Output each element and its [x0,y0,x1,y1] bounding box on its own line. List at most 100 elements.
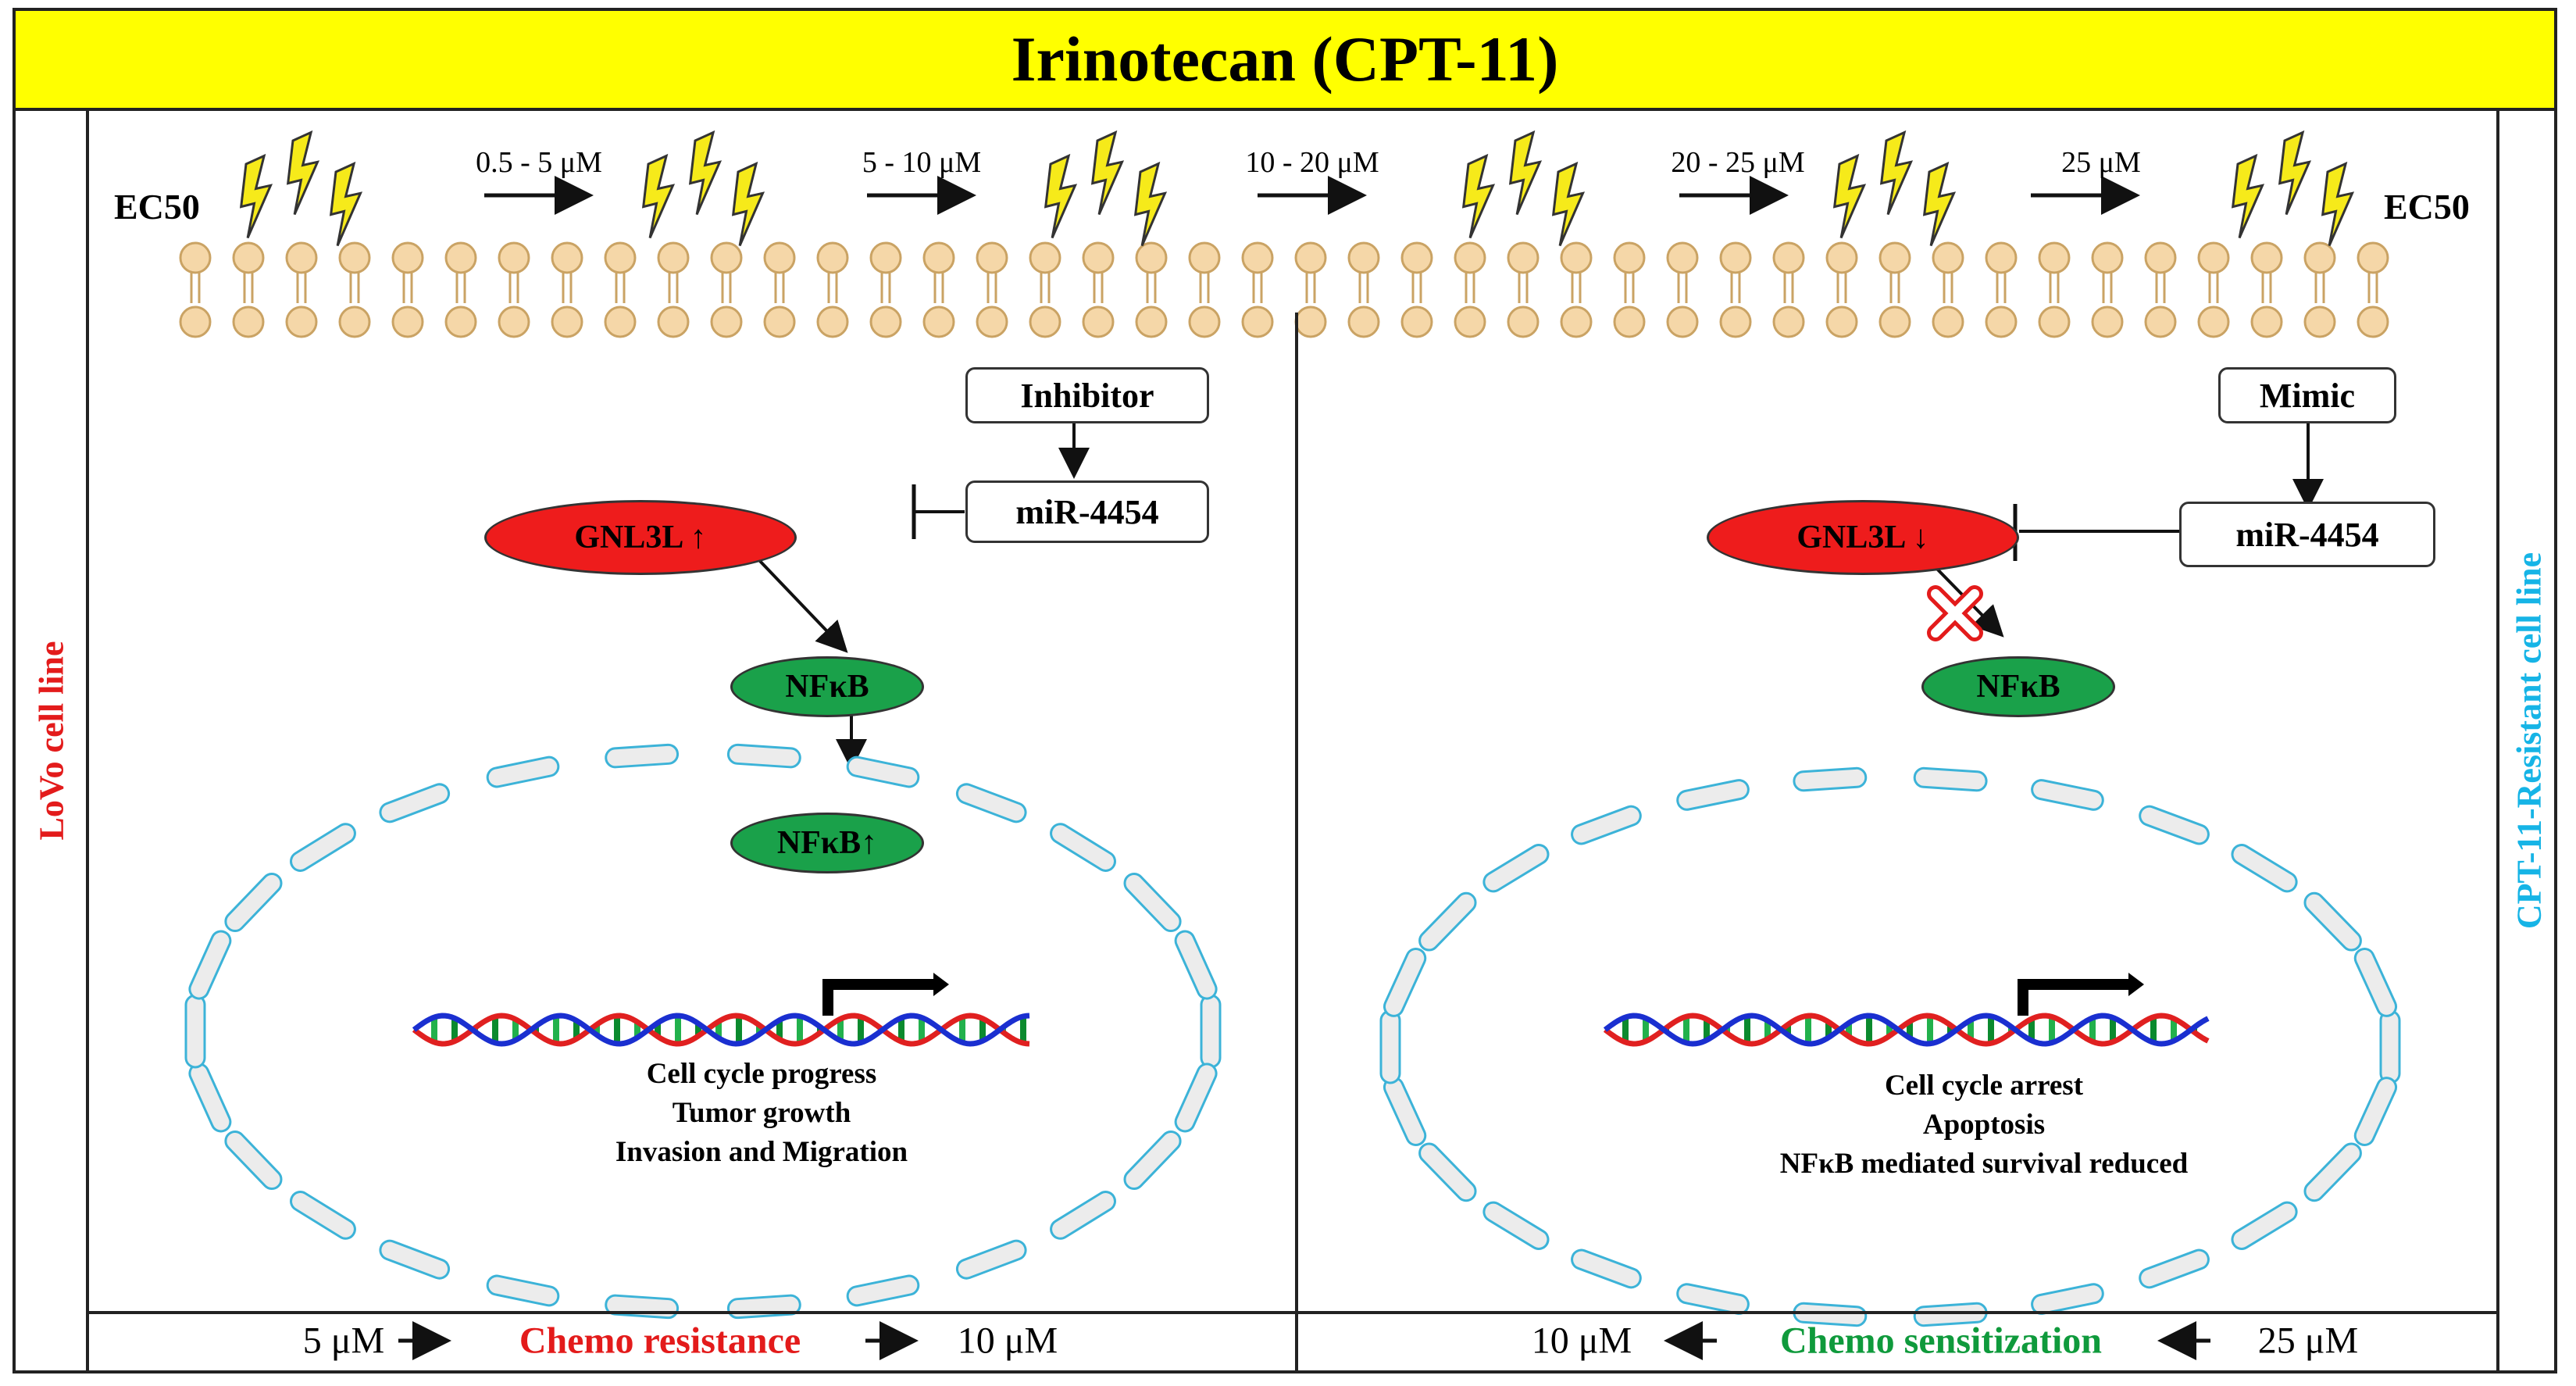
left-outcome-1: Cell cycle progress [646,1058,877,1090]
ec50-right-label: EC50 [2384,187,2470,227]
nucleus-left [184,743,1222,1320]
left-outcome-2: Tumor growth [672,1097,851,1129]
lipid-unit [869,241,902,338]
lightning-icon [239,153,273,239]
lipid-unit [1985,241,2018,338]
lightning-icon [286,130,320,216]
lipid-unit [1507,241,1540,338]
right-outcome-2: Apoptosis [1922,1109,2046,1141]
lipid-unit [922,241,955,338]
right-outcomes: Cell cycle arrest Apoptosis NFκB mediate… [1780,1066,2188,1184]
lightning-icon [2321,161,2355,247]
lipid-unit [1082,241,1115,338]
outer-frame [12,108,2557,1373]
lightning-icon [1832,153,1867,239]
bottom-strip-divider [86,1311,2499,1314]
lipid-unit [604,241,637,338]
nfkb-node-left: NFκB [730,656,924,717]
left-side-divider [86,108,89,1373]
diagram-title: Irinotecan (CPT-11) [1011,23,1559,95]
ec50-left-label: EC50 [114,187,200,227]
lipid-unit [498,241,530,338]
lipid-unit [1772,241,1805,338]
lipid-unit [1666,241,1699,338]
dna-helix-right [1603,1013,2210,1047]
lipid-unit [391,241,424,338]
lipid-unit [763,241,796,338]
nucleus-right [1379,766,2401,1327]
lipid-unit [710,241,743,338]
nfkb-node-right: NFκB [1921,656,2115,717]
transcription-arrow-right-icon [2018,979,2128,1016]
lipid-unit [179,241,212,338]
lipid-unit [2357,241,2389,338]
concentration-label-2: 5 - 10 μM [862,146,982,179]
lipid-unit [1825,241,1858,338]
bottom-left-end: 10 μM [957,1320,1058,1362]
mirna-box-left: miR-4454 [965,480,1209,543]
concentration-label-4: 20 - 25 μM [1671,146,1805,179]
mirna-box-right: miR-4454 [2179,502,2435,567]
bottom-right-end: 25 μM [2257,1320,2359,1362]
lightning-icon [1508,130,1543,216]
gnl3l-to-nfkb-arrow [756,557,848,653]
lightning-icon [329,161,363,247]
lipid-unit [1613,241,1646,338]
lipid-unit [2091,241,2124,338]
lipid-unit [1135,241,1168,338]
lightning-icon [1461,153,1496,239]
lipid-unit [1241,241,1274,338]
lipid-unit [1294,241,1327,338]
lightning-icon [688,130,722,216]
lightning-icon [1551,161,1586,247]
bottom-left-start: 5 μM [302,1320,385,1362]
lightning-icon [1879,130,1914,216]
lipid-unit [2038,241,2071,338]
lipid-unit [285,241,318,338]
block-cross-icon [1927,585,1983,641]
lipid-unit [1029,241,1061,338]
concentration-label-3: 10 - 20 μM [1245,146,1379,179]
lipid-unit [1454,241,1486,338]
gnl3l-down-node: GNL3L ↓ [1707,500,2019,575]
transcription-arrow-left-icon [822,979,933,1016]
mimic-box: Mimic [2218,367,2396,423]
lipid-unit [2144,241,2177,338]
lipid-unit [338,241,371,338]
right-side-divider [2496,108,2499,1373]
lipid-unit [657,241,690,338]
lightning-icon [1044,153,1078,239]
left-outcomes: Cell cycle progress Tumor growth Invasio… [615,1055,908,1172]
lipid-unit [1400,241,1433,338]
left-outcome-3: Invasion and Migration [615,1136,908,1168]
right-outcome-3: NFκB mediated survival reduced [1779,1148,2189,1180]
lightning-icon [731,161,765,247]
concentration-label-5: 25 μM [2061,146,2141,179]
lipid-unit [976,241,1008,338]
bottom-right-start: 10 μM [1531,1320,1632,1362]
lipid-unit [1560,241,1593,338]
lightning-icon [2278,130,2312,216]
lipid-unit [232,241,265,338]
cell-membrane [179,241,2389,338]
right-outcome-1: Cell cycle arrest [1884,1070,2084,1102]
lipid-unit [2303,241,2336,338]
nfkb-nucleus-node: NFκB↑ [730,813,924,873]
lightning-icon [1133,161,1168,247]
lipid-unit [1347,241,1380,338]
inhibitor-box: Inhibitor [965,367,1209,423]
drug-lightning-group [239,130,2355,247]
gnl3l-up-node: GNL3L ↑ [484,500,797,575]
chemo-sensitization-label: Chemo sensitization [1780,1320,2102,1362]
lipid-unit [1932,241,1964,338]
lightning-icon [1090,130,1125,216]
lipid-unit [444,241,477,338]
title-banner: Irinotecan (CPT-11) [12,8,2557,111]
lipid-unit [2250,241,2283,338]
lipid-unit [1878,241,1911,338]
chemo-resistance-label: Chemo resistance [519,1320,801,1362]
lipid-unit [2197,241,2230,338]
lightning-icon [1922,161,1957,247]
